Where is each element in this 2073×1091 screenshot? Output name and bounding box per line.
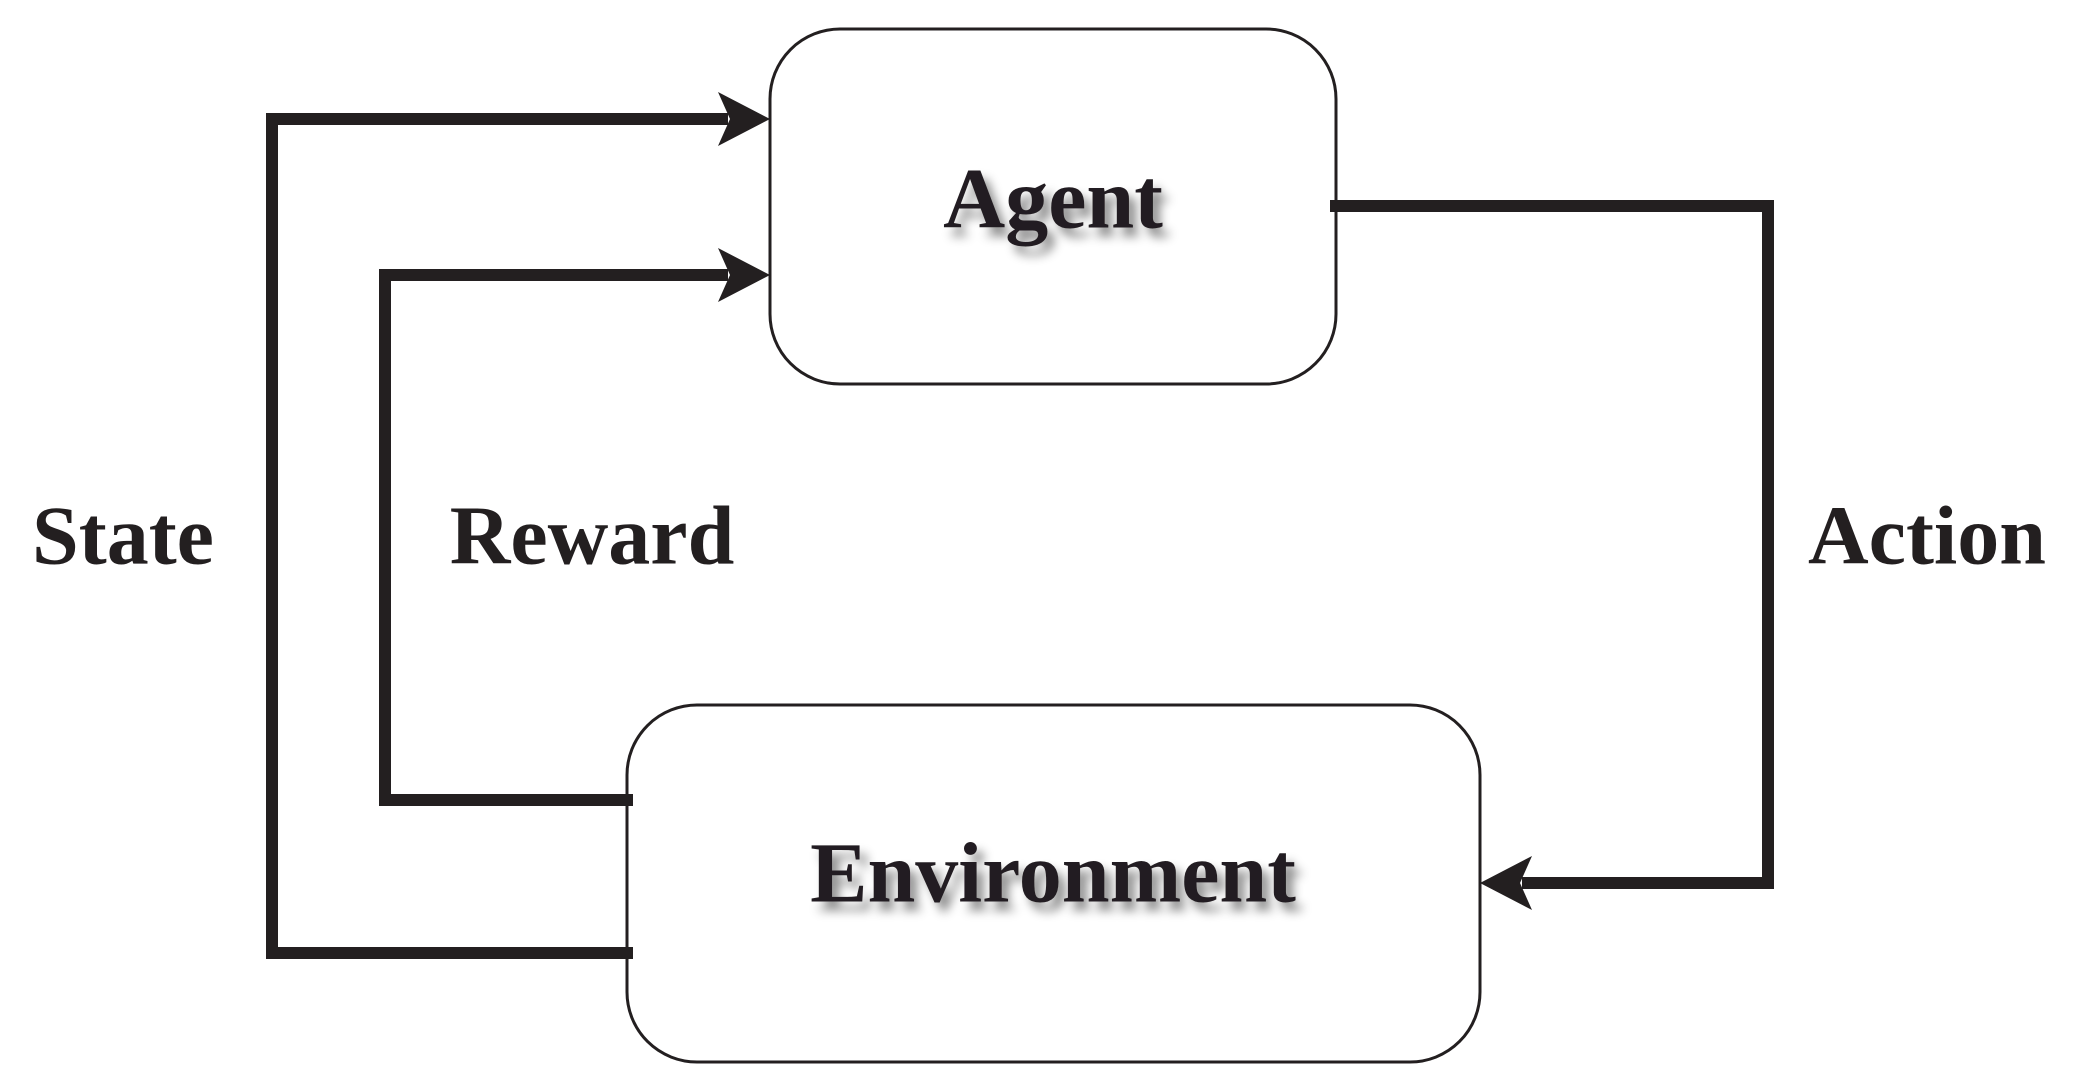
- agent-label: Agent: [943, 151, 1163, 247]
- action-arrowhead-icon: [1480, 856, 1532, 910]
- state-connector: [266, 113, 728, 959]
- action-label: Action: [1808, 489, 2046, 582]
- reward-arrowhead-icon: [718, 248, 770, 302]
- environment-label: Environment: [810, 825, 1296, 921]
- action-connector: [1330, 200, 1774, 889]
- action-edge: [1330, 200, 1774, 910]
- reward-label: Reward: [450, 489, 735, 582]
- reward-edge: [379, 248, 770, 806]
- agent-node: Agent: [768, 27, 1338, 386]
- state-edge: [266, 92, 770, 959]
- environment-box: [625, 703, 1482, 1064]
- state-arrowhead-icon: [718, 92, 770, 146]
- reward-connector: [379, 269, 728, 806]
- state-label: State: [32, 489, 214, 582]
- environment-node: Environment: [625, 703, 1482, 1064]
